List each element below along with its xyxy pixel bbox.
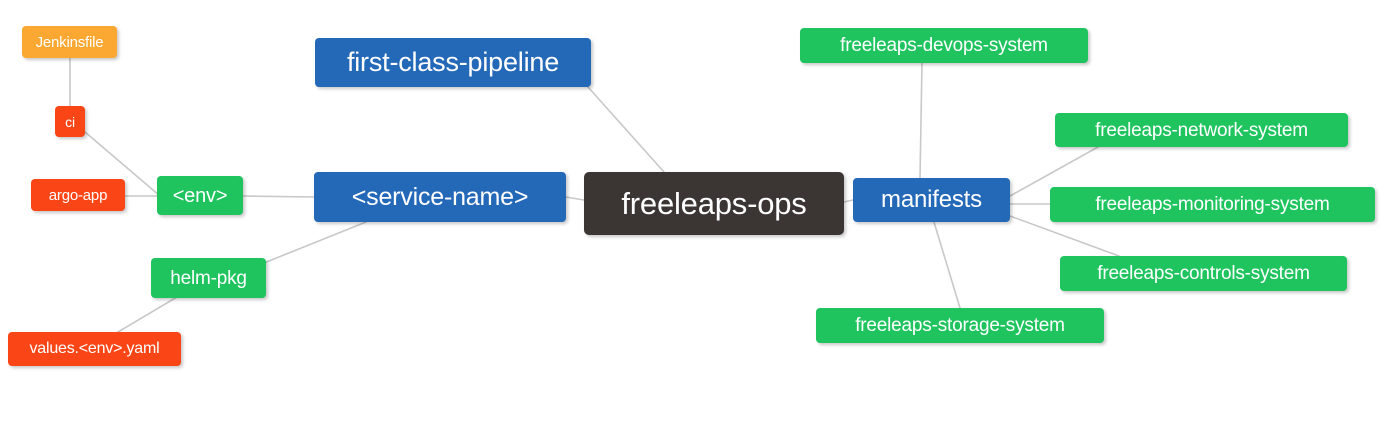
- mindmap-node-freeleaps-network-system[interactable]: freeleaps-network-system: [1055, 113, 1348, 147]
- mindmap-node-freeleaps-storage-system[interactable]: freeleaps-storage-system: [816, 308, 1104, 343]
- mindmap-node-freeleaps-ops[interactable]: freeleaps-ops: [584, 172, 844, 235]
- mindmap-node-label-freeleaps-monitoring-system: freeleaps-monitoring-system: [1095, 194, 1330, 215]
- mindmap-node-jenkinsfile[interactable]: Jenkinsfile: [22, 26, 117, 58]
- mindmap-node-label-freeleaps-ops: freeleaps-ops: [621, 186, 807, 221]
- mindmap-node-label-ci: ci: [65, 113, 75, 130]
- mindmap-node-label-freeleaps-controls-system: freeleaps-controls-system: [1097, 263, 1310, 284]
- mindmap-edge-manifests-to-freeleaps-controls-system: [1009, 215, 1120, 257]
- mindmap-edge-values-env-yaml-to-helm-pkg: [117, 296, 178, 333]
- mindmap-edge-service-name-to-freeleaps-ops: [565, 196, 585, 201]
- mindmap-edge-helm-pkg-to-service-name: [263, 221, 367, 264]
- mindmap-edge-freeleaps-ops-to-manifests: [843, 199, 854, 203]
- mindmap-node-manifests[interactable]: manifests: [853, 178, 1010, 222]
- mindmap-node-freeleaps-devops-system[interactable]: freeleaps-devops-system: [800, 28, 1088, 63]
- mindmap-node-argo-app[interactable]: argo-app: [31, 179, 125, 211]
- mindmap-edge-manifests-to-freeleaps-storage-system: [933, 221, 961, 309]
- mindmap-node-first-class-pipeline[interactable]: first-class-pipeline: [315, 38, 591, 87]
- mindmap-node-label-freeleaps-storage-system: freeleaps-storage-system: [855, 315, 1065, 336]
- mindmap-node-values-env-yaml[interactable]: values.<env>.yaml: [8, 332, 181, 366]
- mindmap-edge-first-class-pipeline-to-freeleaps-ops: [587, 86, 665, 173]
- mindmap-node-helm-pkg[interactable]: helm-pkg: [151, 258, 266, 298]
- mindmap-node-label-manifests: manifests: [881, 186, 982, 213]
- mindmap-node-freeleaps-controls-system[interactable]: freeleaps-controls-system: [1060, 256, 1347, 291]
- mindmap-node-label-values-env-yaml: values.<env>.yaml: [29, 340, 160, 357]
- mindmap-node-label-jenkinsfile: Jenkinsfile: [35, 33, 104, 51]
- mindmap-node-label-freeleaps-network-system: freeleaps-network-system: [1095, 119, 1308, 141]
- mindmap-node-label-freeleaps-devops-system: freeleaps-devops-system: [840, 35, 1048, 56]
- mindmap-node-label-first-class-pipeline: first-class-pipeline: [346, 47, 560, 77]
- mindmap-node-label-env: <env>: [172, 184, 228, 207]
- mindmap-node-service-name[interactable]: <service-name>: [314, 172, 566, 222]
- mindmap-node-label-helm-pkg: helm-pkg: [170, 267, 247, 289]
- mindmap-node-label-service-name: <service-name>: [351, 182, 529, 211]
- mindmap-node-ci[interactable]: ci: [55, 106, 85, 137]
- mindmap-edge-manifests-to-freeleaps-devops-system: [919, 62, 923, 179]
- mindmap-edge-env-to-service-name: [242, 195, 315, 198]
- mindmap-node-freeleaps-monitoring-system[interactable]: freeleaps-monitoring-system: [1050, 187, 1375, 222]
- mindmap-node-env[interactable]: <env>: [157, 176, 243, 215]
- mindmap-node-label-argo-app: argo-app: [48, 186, 108, 204]
